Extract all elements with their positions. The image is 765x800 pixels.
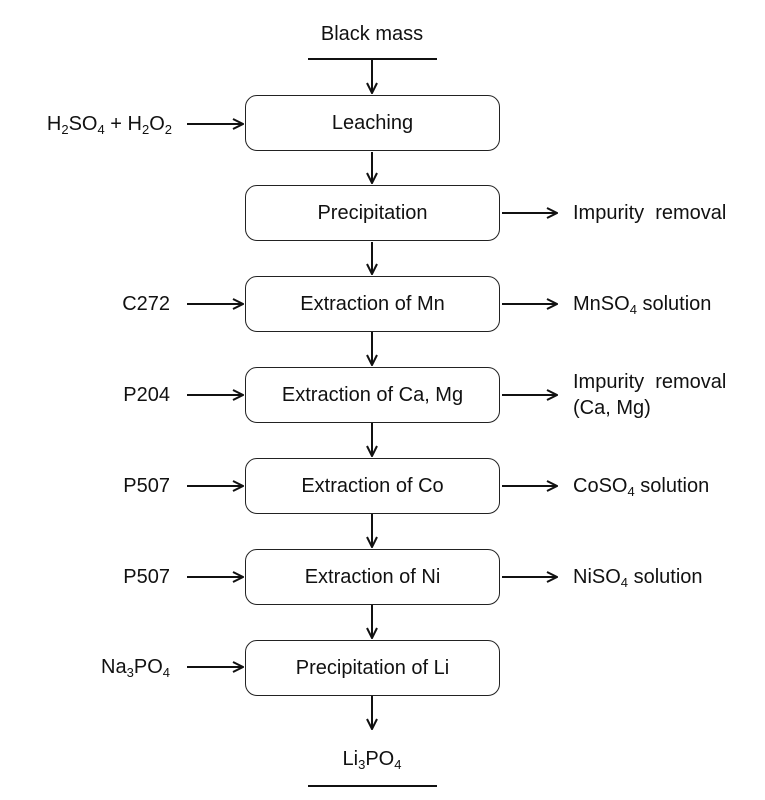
product-camg-line2: (Ca, Mg) — [573, 397, 651, 419]
product-precipitation: Impurity removal — [573, 202, 727, 224]
output-label: Li3PO4 — [342, 748, 402, 772]
reagent-camg: P204 — [123, 384, 170, 406]
product-ni: NiSO4 solution — [573, 566, 703, 590]
reagent-ni: P507 — [123, 566, 170, 588]
step-precipitation: Precipitation — [245, 185, 500, 241]
step-extraction-ca-mg: Extraction of Ca, Mg — [245, 367, 500, 423]
product-camg-line1: Impurity removal — [573, 371, 727, 393]
step-extraction-mn: Extraction of Mn — [245, 276, 500, 332]
reagent-li: Na3PO4 — [101, 656, 170, 680]
step-precipitation-li: Precipitation of Li — [245, 640, 500, 696]
reagent-leaching: H2SO4 + H2O2 — [46, 113, 172, 137]
step-extraction-co: Extraction of Co — [245, 458, 500, 514]
reagent-mn: C272 — [122, 293, 170, 315]
reagent-co: P507 — [123, 475, 170, 497]
input-label: Black mass — [320, 23, 424, 45]
step-extraction-ni: Extraction of Ni — [245, 549, 500, 605]
product-mn: MnSO4 solution — [573, 293, 712, 317]
product-co: CoSO4 solution — [573, 475, 710, 499]
step-leaching: Leaching — [245, 95, 500, 151]
